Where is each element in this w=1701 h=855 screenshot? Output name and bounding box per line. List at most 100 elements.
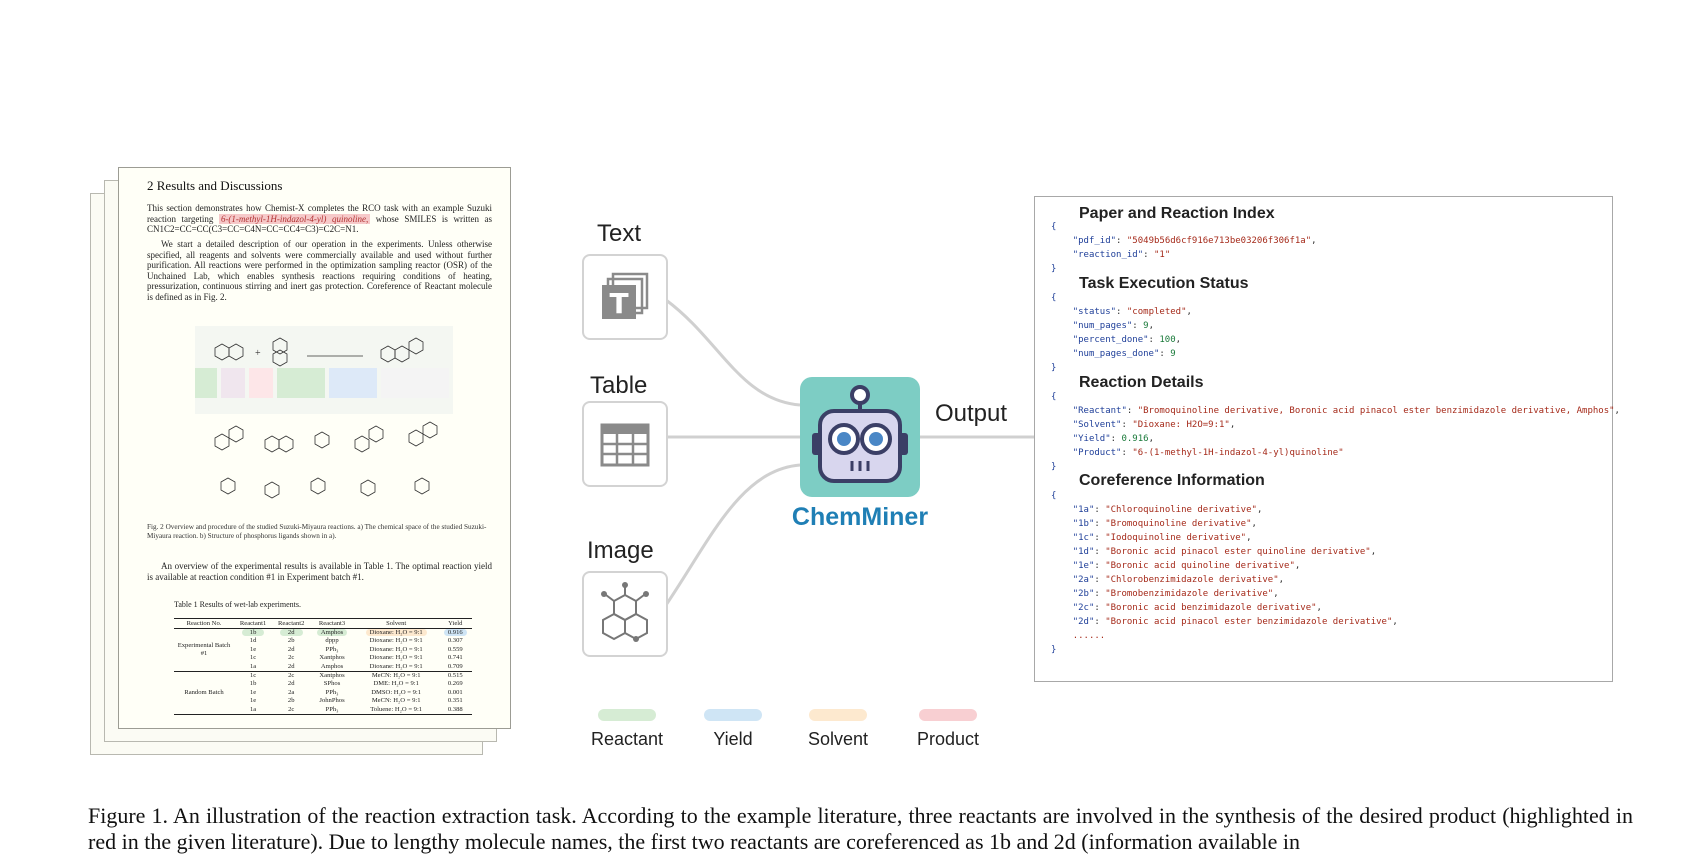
table-cell: 0.741 — [447, 654, 463, 662]
json-key: "status" — [1072, 307, 1117, 317]
table-cell: 2b — [287, 697, 295, 705]
group-label: Experimental Batch #1 — [177, 641, 231, 658]
col-header: Reaction No. — [174, 618, 234, 629]
json-value: "Bromobenzimidazole derivative" — [1105, 589, 1274, 599]
results-table: Reaction No. Reactant1 Reactant2 Reactan… — [174, 618, 472, 716]
molecule-icon — [601, 582, 649, 642]
text-input-label: Text — [597, 220, 642, 247]
json-value: "Bromoquinoline derivative" — [1105, 519, 1252, 529]
json-key: "Reactant" — [1072, 406, 1127, 416]
json-ellipsis: ...... — [1072, 631, 1106, 641]
json-value: "Dioxane: H2O=9:1" — [1132, 420, 1230, 430]
table-cell: 2c — [288, 654, 295, 662]
section-heading-details: Reaction Details — [1079, 374, 1204, 391]
table-cell: 2c — [272, 705, 311, 716]
paper-paragraph-1-text-a: This section demonstrates how Chemist-X … — [147, 203, 492, 224]
chemminer-robot-box — [800, 377, 920, 497]
json-value: "Chloroquinoline derivative" — [1105, 505, 1257, 515]
legend-label-solvent: Solvent — [807, 729, 869, 749]
table-cell: 1a — [234, 705, 273, 716]
json-key: "2c" — [1072, 603, 1095, 613]
table-cell: 0.269 — [447, 680, 463, 688]
json-value: 0.916 — [1121, 434, 1149, 444]
table-cell: PPh₃ — [325, 688, 339, 696]
table-cell: dppp — [325, 637, 339, 645]
json-key: "1a" — [1072, 505, 1095, 515]
paper-paragraph-3: An overview of the experimental results … — [147, 561, 492, 582]
table-cell: Amphos — [320, 662, 344, 670]
legend-label-product: Product — [916, 729, 980, 749]
table-cell: DMSO: H₂O = 9:1 — [371, 688, 422, 696]
section-heading-status: Task Execution Status — [1079, 275, 1249, 292]
table-cell: 1a — [249, 662, 257, 670]
table-cell: 1d — [249, 637, 257, 645]
code-block-details: { "Reactant": "Bromoquinoline derivative… — [1051, 392, 1620, 472]
json-value: "Boronic acid benzimidazole derivative" — [1105, 603, 1317, 613]
col-header: Reactant2 — [272, 618, 311, 629]
json-key: "2a" — [1072, 575, 1095, 585]
paper-section-title: 2 Results and Discussions — [147, 178, 283, 193]
table-cell: MeCN: H₂O = 9:1 — [353, 671, 439, 681]
table-cell: 0.307 — [447, 637, 463, 645]
table-cell: Xantphos — [310, 671, 354, 681]
product-highlight: 6-(1-methyl-1H-indazol-4-yl) quinoline, — [218, 213, 371, 224]
figure-caption: Figure 1. An illustration of the reactio… — [88, 803, 1633, 854]
table-cell: Toluene: H₂O = 9:1 — [353, 705, 439, 716]
json-value: "Iodoquinoline derivative" — [1105, 533, 1247, 543]
table-row: Experimental Batch #1 1b 2d Amphos Dioxa… — [174, 629, 472, 657]
table-cell: SPhos — [323, 680, 341, 688]
json-key: "1b" — [1072, 519, 1095, 529]
brand-name: ChemMiner — [791, 503, 929, 531]
table-cell: 2c — [272, 671, 311, 681]
table-cell: MeCN: H₂O = 9:1 — [371, 697, 421, 705]
col-header: Yield — [438, 618, 472, 629]
section-heading-coref: Coreference Information — [1079, 472, 1265, 489]
table-cell: 2b — [287, 637, 295, 645]
paper-figure-caption: Fig. 2 Overview and procedure of the stu… — [147, 523, 487, 540]
table-icon — [600, 423, 650, 467]
json-key: "Solvent" — [1072, 420, 1122, 430]
col-header: Solvent — [353, 618, 439, 629]
reaction-scheme-figure: + — [195, 326, 453, 499]
paper-paragraph-1: This section demonstrates how Chemist-X … — [147, 203, 492, 235]
table-cell: 0.351 — [447, 697, 463, 705]
json-key: "Yield" — [1072, 434, 1111, 444]
json-key: "1d" — [1072, 547, 1095, 557]
output-label: Output — [935, 400, 1008, 427]
table-cell: Amphos — [310, 629, 353, 638]
json-value: 100 — [1159, 335, 1176, 345]
table-cell: 2d — [272, 629, 310, 638]
table-cell: Dioxane: H₂O = 9:1 — [354, 629, 439, 638]
image-input-box — [582, 571, 668, 657]
table-cell: DME: H₂O = 9:1 — [373, 680, 419, 688]
table-cell: Dioxane: H₂O = 9:1 — [369, 645, 423, 653]
json-key: "1c" — [1072, 533, 1095, 543]
json-key: "1e" — [1072, 561, 1095, 571]
code-block-coref: { "1a": "Chloroquinoline derivative", "1… — [1051, 491, 1398, 655]
table-cell: 2d — [287, 662, 295, 670]
json-value: "Chlorobenzimidazole derivative" — [1105, 575, 1279, 585]
table-cell: Dioxane: H₂O = 9:1 — [369, 637, 423, 645]
json-value: "5049b56d6cf916e713be03206f306f1a" — [1126, 236, 1312, 246]
json-key: "Product" — [1072, 448, 1122, 458]
image-connector — [664, 463, 801, 606]
legend-swatch-yield — [704, 709, 762, 721]
json-key: "2d" — [1072, 617, 1095, 627]
paper-table-caption: Table 1 Results of wet-lab experiments. — [174, 600, 301, 609]
table-cell: 1b — [234, 629, 272, 638]
table-cell: Xantphos — [319, 654, 345, 662]
section-heading-index: Paper and Reaction Index — [1079, 205, 1275, 222]
table-cell: 1c — [234, 671, 273, 681]
legend-swatch-product — [919, 709, 977, 721]
legend-label-yield: Yield — [713, 729, 753, 749]
legend-label-reactant: Reactant — [590, 729, 664, 749]
group-label: Random Batch — [174, 671, 234, 716]
table-cell: 0.559 — [447, 645, 463, 653]
table-cell: 1e — [249, 688, 257, 696]
